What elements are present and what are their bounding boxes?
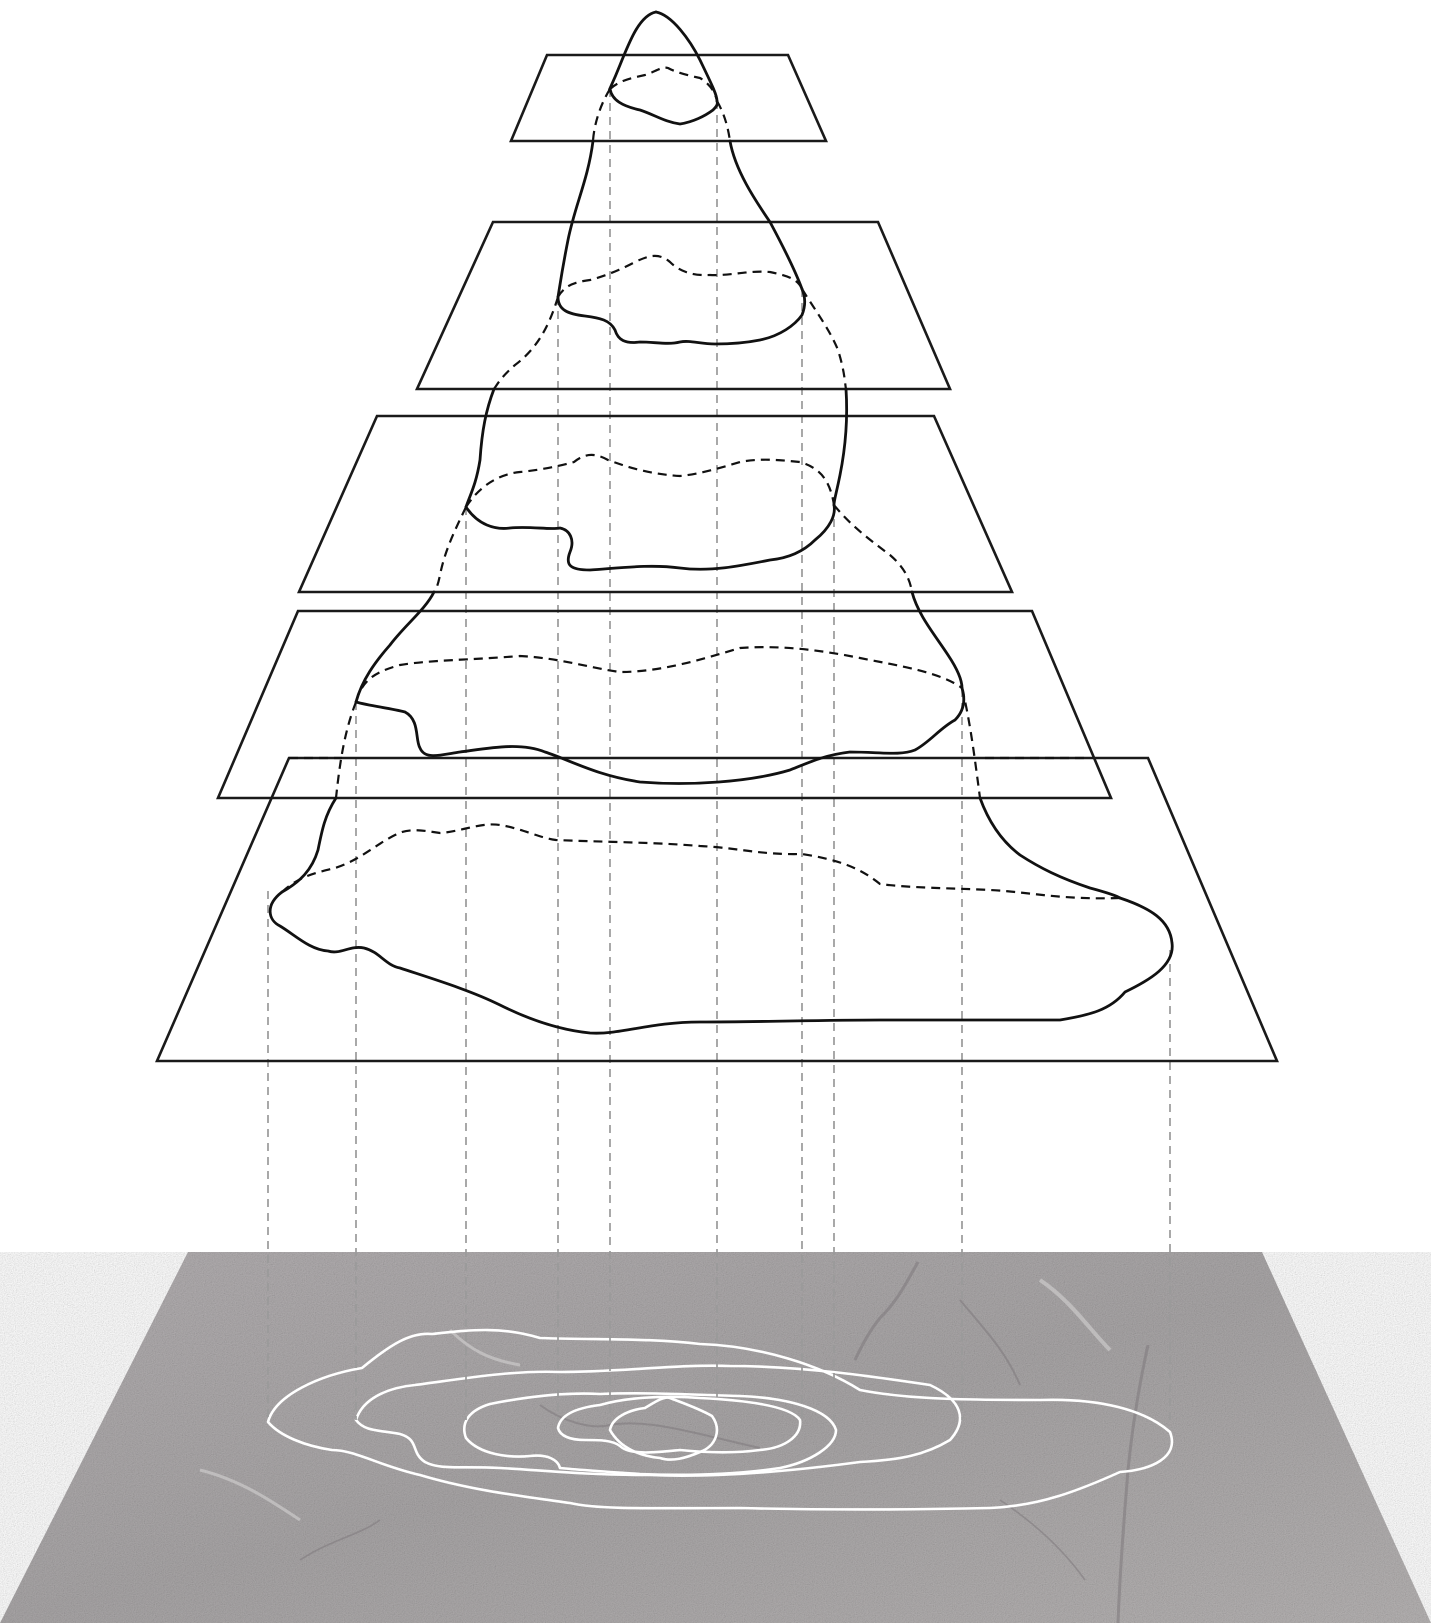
slice-5-section-front [270, 892, 1172, 1033]
silhouette-right-dashed-3 [834, 505, 912, 592]
silhouette-left-solid-2 [558, 141, 593, 297]
slice-4-section-back [356, 647, 962, 702]
terrain-base [0, 1252, 1431, 1623]
silhouette-right-solid-3 [834, 389, 847, 505]
slice-1-section-front [610, 89, 717, 124]
silhouette-right-dashed-2 [802, 289, 846, 389]
slice-4-section-front [356, 688, 964, 784]
slice-3 [299, 416, 1012, 592]
silhouette-right-solid-2 [730, 141, 802, 289]
silhouette-right-solid-4 [912, 592, 962, 688]
silhouette-left-dashed-1 [593, 89, 610, 141]
projection-lines [268, 89, 1170, 1420]
slice-1-section-back [610, 68, 717, 101]
silhouette-left-solid-5 [282, 798, 336, 892]
silhouette-right-dashed-4 [962, 688, 980, 798]
slice-3-section-back [466, 455, 834, 507]
slice-1 [511, 55, 826, 141]
silhouette-right-solid-5 [980, 798, 1120, 898]
slice-2-plane [417, 222, 950, 389]
slice-3-section-front [466, 505, 834, 570]
slice-2-section-back [558, 256, 802, 297]
silhouette-right-dashed-1 [717, 101, 730, 141]
silhouette-left-solid-4 [356, 592, 434, 702]
silhouette-right-solid-upper [656, 12, 717, 101]
silhouette-left-dashed-4 [336, 702, 356, 798]
silhouette-left-solid-upper [609, 12, 656, 90]
silhouette-left-dashed-2 [494, 297, 558, 389]
slice-5-section-back [282, 824, 1120, 898]
slice-2-section-front [558, 289, 805, 344]
slice-2 [417, 222, 950, 389]
silhouette-left-dashed-3 [434, 507, 466, 592]
mountain-silhouette [282, 12, 1120, 898]
